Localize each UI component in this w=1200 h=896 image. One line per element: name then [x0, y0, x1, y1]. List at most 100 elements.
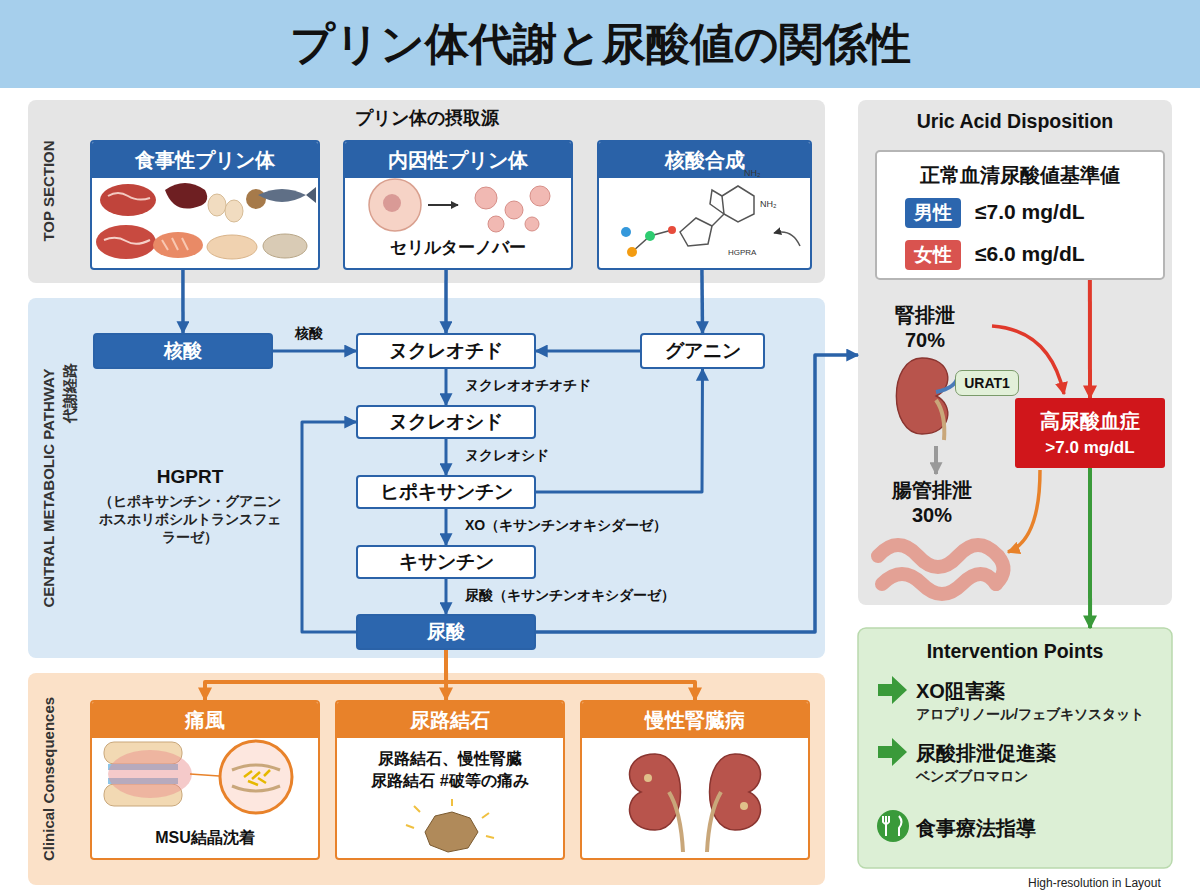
node-title: 男性 [914, 200, 952, 226]
node-text: XO阻害薬 [916, 678, 1166, 705]
node-text: ベンズブロマロン [916, 768, 1166, 786]
node-title: Clinical Consequences [40, 697, 57, 861]
filled-process-box: 核酸 [93, 333, 273, 369]
side-panel: 男性女性 正常血清尿酸値基準値 URAT1 高尿酸血症 >7.0 mg/dL Uric A… [858, 100, 1172, 605]
diet-icon [877, 810, 909, 842]
node-text: セリルターノバー [345, 236, 571, 259]
node-text: 食事療法指導 [916, 815, 1166, 842]
node-text: アロプリノール/フェブキソスタット [916, 706, 1170, 724]
flow-connector [1088, 468, 1092, 628]
process-box: ヌクレオシド [356, 405, 536, 439]
node-title: Intervention Points [858, 640, 1172, 663]
node-title: 痛風 [92, 702, 318, 738]
flow-connector [445, 579, 448, 614]
node-title: Uric Acid Disposition [858, 110, 1172, 133]
flow-arrow [1008, 470, 1040, 552]
node-text: 尿酸排泄促進薬 [916, 740, 1166, 767]
annotation-label: NH₂ [744, 168, 761, 178]
nucleotide-illustration [632, 186, 800, 252]
flow-connector [302, 422, 356, 632]
edge-label: 核酸 [292, 325, 326, 343]
transporter-badge: URAT1 [955, 370, 1019, 396]
annotation-label: HGPRT [95, 466, 285, 488]
node-text: 腎排泄 70% [880, 303, 970, 353]
gout-joint-illustration [104, 741, 292, 813]
annotation-label: ≤7.0 mg/dL [975, 200, 1085, 224]
process-box: ヌクレオチド [356, 333, 536, 369]
flow-connector [181, 270, 185, 333]
header-box: 食事性プリン体 [90, 140, 320, 270]
node-title: 食事性プリン体 [92, 142, 318, 178]
node-title: TOP SECTION [40, 140, 57, 241]
node-title: ヌクレオチド [389, 338, 503, 364]
node-text: 代謝経路 [61, 363, 80, 423]
node-title: キサンチン [399, 549, 494, 575]
node-title: 慢性腎臓病 [582, 702, 808, 738]
process-box: キサンチン [356, 545, 536, 579]
box-body [90, 140, 812, 860]
node-text: MSU結晶沈着 [92, 828, 318, 849]
annotation-label: High-resolution in Layout [1028, 876, 1161, 890]
annotation-label: HGPRA [728, 248, 756, 257]
node-title: 内因性プリン体 [345, 142, 571, 178]
badge: 男性 [905, 198, 961, 228]
stone-illustration [406, 799, 494, 852]
node-title: 女性 [914, 242, 952, 268]
section-panel: 食事性プリン体内因性プリン体セリルターノバー核酸合成TOP SECTIONプリン… [28, 100, 825, 283]
edge-label: ヌクレオシド [462, 447, 552, 465]
node-title: 正常血清尿酸値基準値 [877, 162, 1163, 189]
section-panel: 痛風MSU結晶沈着尿路結石尿路結石、慢性腎臓 尿路結石 #破等の痛み慢性腎臓病C… [28, 673, 825, 885]
flow-connector [444, 270, 448, 333]
flow-connector [445, 369, 448, 405]
section-panel: 核酸ヌクレオチドグアニンヌクレオシドヒポキサンチンキサンチン尿酸CENTRAL … [28, 298, 825, 658]
node-title: ヒポキサンチン [380, 479, 513, 505]
flow-connector [445, 439, 448, 475]
process-box: グアニン [640, 333, 765, 369]
atom-dots [621, 226, 676, 257]
node-text: プリン体の摂取源 [28, 106, 825, 130]
node-title: 高尿酸血症 [1040, 408, 1140, 435]
flow-connector [536, 350, 640, 353]
kidney-illustration [896, 358, 958, 440]
node-title: 核酸 [164, 338, 202, 364]
arrow-icon [878, 738, 907, 766]
annotation-label: NH₂ [760, 199, 777, 209]
flow-arrow [934, 446, 938, 474]
edge-label: 尿酸（キサンチンオキシダーゼ） [462, 587, 678, 605]
panel-ground [28, 298, 825, 658]
annotation-label: （ヒポキサンチン・グアニンホスホリボシルトランスフェラーゼ） [95, 492, 285, 547]
annotation-label: ≤6.0 mg/dL [975, 242, 1085, 266]
flow-connector [205, 650, 446, 700]
node-title: CENTRAL METABOLIC PATHWAY [40, 368, 57, 607]
panel-ground [858, 100, 1172, 605]
header-box: 尿路結石尿路結石、慢性腎臓 尿路結石 #破等の痛み [335, 700, 565, 860]
node-title: 尿酸 [427, 619, 465, 645]
header-box: 内因性プリン体セリルターノバー [343, 140, 573, 270]
node-text: 腸管排泄 30% [882, 478, 982, 528]
node-title: 尿路結石 [337, 702, 563, 738]
badge: 女性 [905, 240, 961, 270]
flow-connector [700, 270, 704, 333]
panel-ground [858, 628, 1172, 868]
node-text: >7.0 mg/dL [1045, 438, 1134, 458]
panel-ground [28, 673, 825, 885]
node-title: グアニン [665, 338, 741, 364]
flow-connector [273, 350, 356, 353]
process-box: ヒポキサンチン [356, 475, 536, 509]
header-box: 核酸合成 [597, 140, 812, 270]
intestine-illustration [878, 545, 1004, 594]
flow-connector [1088, 280, 1092, 398]
edge-label: XO（キサンチンオキシダーゼ） [462, 517, 670, 535]
flow-connector [445, 509, 448, 545]
node-text: 尿路結石、慢性腎臓 尿路結石 #破等の痛み [350, 748, 550, 793]
edge-label: ヌクレオオチオチド [462, 377, 594, 395]
header-box: 痛風 MSU結晶沈着 [90, 700, 320, 860]
title-band [0, 0, 1200, 88]
diagram-title: プリン体代謝と尿酸値の関係性 [0, 0, 1200, 88]
alert-box: 高尿酸血症 >7.0 mg/dL [1015, 398, 1165, 468]
node-title: 核酸合成 [599, 142, 810, 178]
node-title: URAT1 [964, 375, 1010, 391]
node-title: ヌクレオシド [389, 409, 503, 435]
intervention-panel: Intervention PointsXO阻害薬アロプリノール/フェブキソスタッ… [858, 628, 1172, 868]
